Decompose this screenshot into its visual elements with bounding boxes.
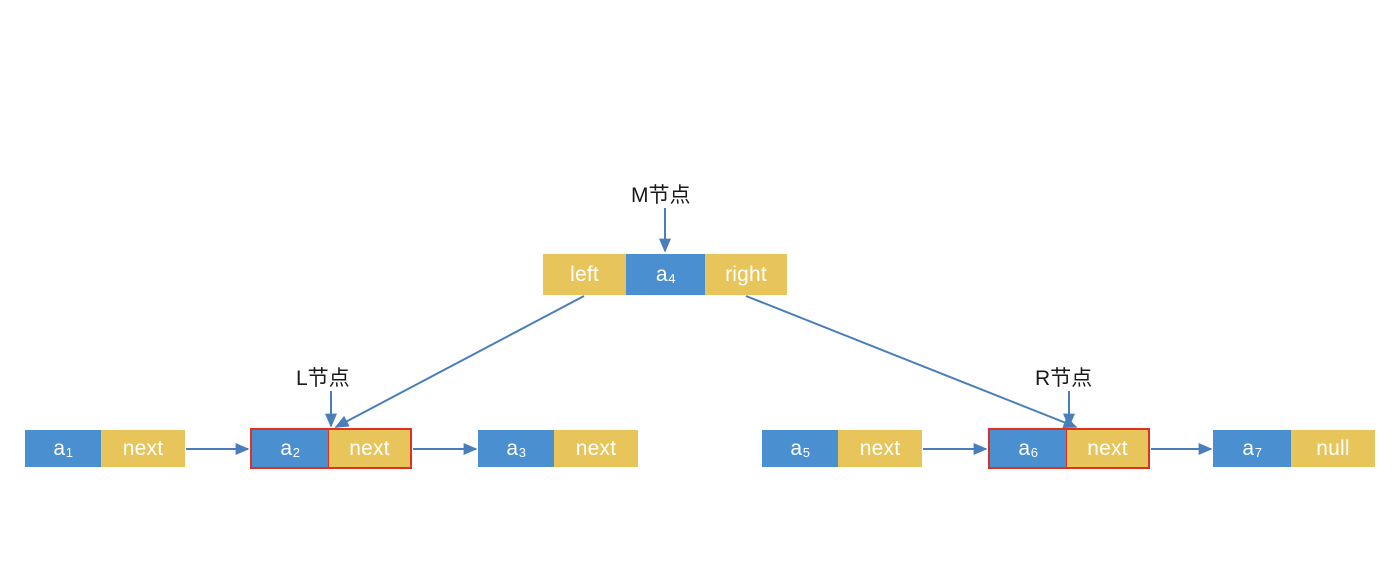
arrow-right-to-a6 [745,295,1078,429]
node-a2-cell-next: next [329,430,410,467]
node-a7-cell-null: null [1291,430,1375,467]
node-a3-cell-next: next [554,430,638,467]
label-m-node: M节点 [631,184,691,207]
arrow-left-to-a2 [334,295,585,428]
node-m-cell-right: right [705,254,787,295]
node-m-cell-left: left [543,254,626,295]
label-l-node: L节点 [296,367,350,390]
label-r-node: R节点 [1035,367,1093,390]
node-a6-cell-next: next [1067,430,1148,467]
node-a1-cell-next: next [101,430,185,467]
node-a5-cell-next: next [838,430,922,467]
